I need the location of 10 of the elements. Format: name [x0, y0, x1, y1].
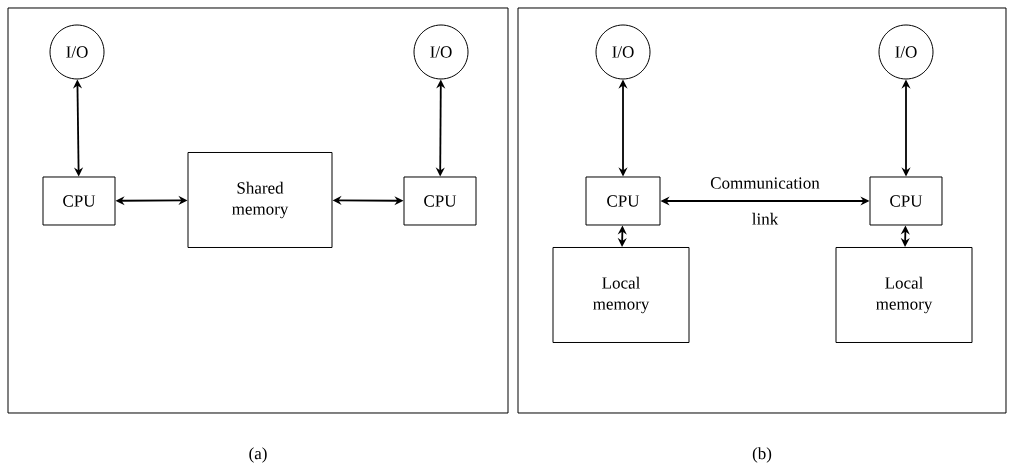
process-box: CPU	[42, 176, 116, 226]
process-box: CPU	[403, 176, 477, 226]
process-box: CPU	[869, 176, 943, 226]
process-box: Local memory	[835, 247, 973, 343]
panel-caption: (b)	[752, 447, 772, 463]
process-box: CPU	[585, 176, 661, 226]
edge-label: Communication link	[710, 177, 820, 225]
process-box: Shared memory	[187, 152, 333, 248]
panel-caption: (a)	[249, 447, 267, 463]
process-box: Local memory	[552, 247, 690, 343]
